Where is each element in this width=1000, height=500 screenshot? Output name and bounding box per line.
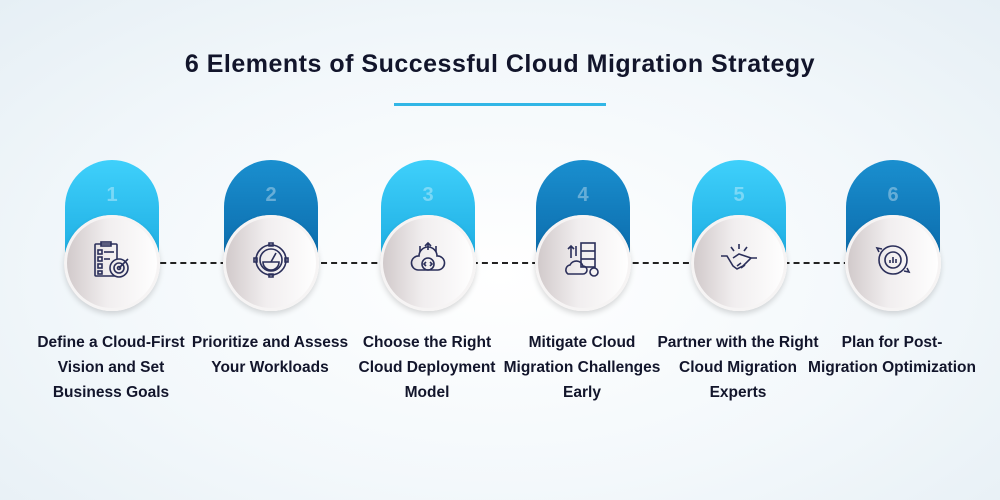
step-number: 1 [106,184,118,206]
optimization-chart-icon [875,245,911,275]
step-label: Mitigate Cloud Migration Challenges Earl… [503,334,661,401]
checklist-target-icon [94,241,129,278]
dashed-connector [120,262,890,264]
step-circle [223,215,319,311]
step-number: 3 [422,184,434,206]
page-title: 6 Elements of Successful Cloud Migration… [184,50,816,78]
server-cloud-gear-icon [565,242,599,277]
step-label: Choose the Right Cloud Deployment Model [358,334,496,401]
step-circle [845,215,941,311]
step-circle [535,215,631,311]
step-number: 6 [887,184,899,206]
step-circle [691,215,787,311]
step-number: 5 [733,184,745,206]
gauge-gear-icon [253,242,289,278]
step-circle [64,215,160,311]
step-number: 2 [265,184,277,206]
step-label: Plan for Post-Migration Optimization [808,334,976,376]
step-label: Partner with the Right Cloud Migration E… [657,334,819,401]
title-underline [394,103,606,106]
cloud-code-icon [410,241,446,271]
step-label: Define a Cloud-First Vision and Set Busi… [37,334,185,401]
step-number: 4 [577,184,589,206]
handshake-icon [721,244,757,270]
step-circle [380,215,476,311]
step-label: Prioritize and Assess Your Workloads [191,334,349,376]
